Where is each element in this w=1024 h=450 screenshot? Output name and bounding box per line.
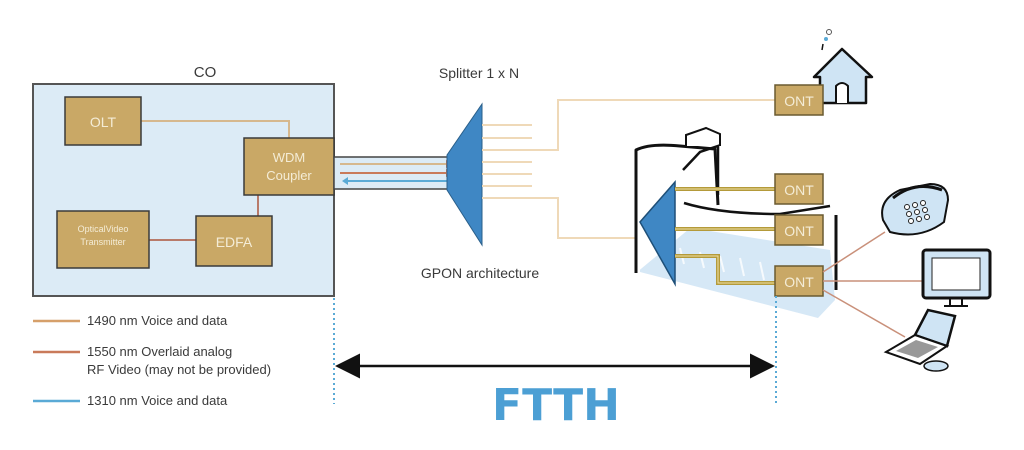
ont-label: ONT [784, 182, 814, 198]
olt-label: OLT [90, 114, 117, 130]
wdm-label-line1: WDM [273, 150, 306, 165]
gpon-architecture-label: GPON architecture [421, 265, 539, 281]
ont-building-3: ONT [774, 265, 824, 297]
legend-label: 1490 nm Voice and data [87, 313, 228, 328]
telephone-icon [881, 182, 950, 236]
ont-home: ONT [774, 84, 824, 116]
edfa-box: EDFA [195, 215, 273, 267]
legend-item-1490: 1490 nm Voice and data [33, 313, 228, 328]
olt-wdm-link [140, 120, 290, 139]
legend-item-1550: 1550 nm Overlaid analog RF Video (may no… [33, 344, 271, 377]
edfa-label: EDFA [216, 234, 253, 250]
wdm-label-line2: Coupler [266, 168, 312, 183]
house-icon [812, 29, 874, 105]
ont-building-2: ONT [774, 214, 824, 246]
monitor-icon [921, 248, 992, 307]
fiber-to-building [482, 197, 640, 239]
fiber-to-home [482, 99, 775, 151]
co-label: CO [194, 64, 217, 81]
legend-item-1310: 1310 nm Voice and data [33, 393, 228, 408]
ont-label: ONT [784, 93, 814, 109]
device-links [822, 231, 922, 338]
olt-box: OLT [64, 96, 142, 146]
optical-video-transmitter-box: OpticalVideo Transmitter [56, 210, 150, 269]
splitter-outputs [482, 124, 532, 187]
ovt-label-line2: Transmitter [80, 237, 125, 247]
legend: 1490 nm Voice and data 1550 nm Overlaid … [33, 313, 271, 408]
fiber-trunk [333, 156, 457, 190]
ont-label: ONT [784, 274, 814, 290]
ont-label: ONT [784, 223, 814, 239]
ovt-label-line1: OpticalVideo [78, 224, 129, 234]
ftth-label: FTTH [492, 380, 620, 431]
legend-label: 1550 nm Overlaid analog [87, 344, 232, 359]
splitter-icon [446, 102, 483, 247]
legend-label-line2: RF Video (may not be provided) [87, 362, 271, 377]
legend-label: 1310 nm Voice and data [87, 393, 228, 408]
wdm-coupler-box: WDM Coupler [243, 137, 335, 196]
laptop-icon [883, 308, 957, 372]
splitter-label: Splitter 1 x N [439, 65, 519, 81]
building-splitter-icon [639, 180, 676, 287]
ont-building-1: ONT [774, 173, 824, 205]
